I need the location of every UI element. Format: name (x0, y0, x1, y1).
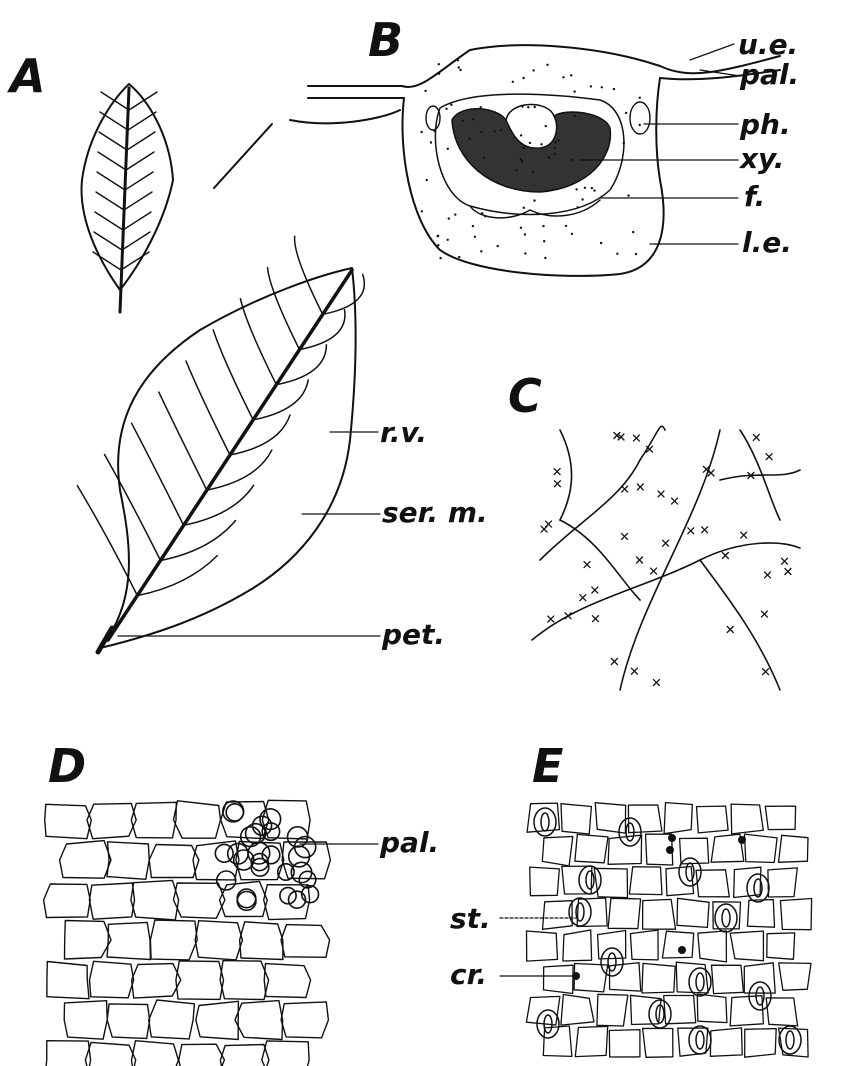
panel-letter-e: E (532, 739, 563, 793)
label-palisade-b: pal. (739, 58, 799, 91)
label-xylem: xy. (738, 142, 784, 175)
leaf-labels: r.v. ser. m. pet. (118, 416, 488, 651)
label-crystal: cr. (450, 958, 487, 991)
venation-detail (532, 426, 800, 690)
panel-letter-c: C (508, 369, 542, 423)
label-petiole: pet. (381, 618, 445, 651)
label-lower-epidermis: l.e. (742, 226, 792, 259)
zoom-line (214, 124, 272, 188)
label-stoma: st. (450, 902, 491, 935)
epidermis-stomata-panel (526, 803, 811, 1058)
label-palisade-d: pal. (379, 826, 439, 859)
panel-letter-a: A (7, 49, 46, 103)
label-upper-epidermis: u.e. (738, 28, 798, 61)
panel-letter-b: B (368, 13, 403, 67)
epidermis-palisade-panel (44, 800, 331, 1066)
small-leaf-drawing (82, 84, 173, 312)
label-phloem: ph. (739, 108, 791, 141)
label-fibers: f. (744, 180, 765, 213)
cross-section-labels: u.e. pal. ph. xy. f. l.e. (580, 28, 799, 259)
label-serrate-margin: ser. m. (382, 496, 488, 529)
label-reticulate-venation: r.v. (380, 416, 427, 449)
panel-letter-d: D (48, 739, 86, 793)
